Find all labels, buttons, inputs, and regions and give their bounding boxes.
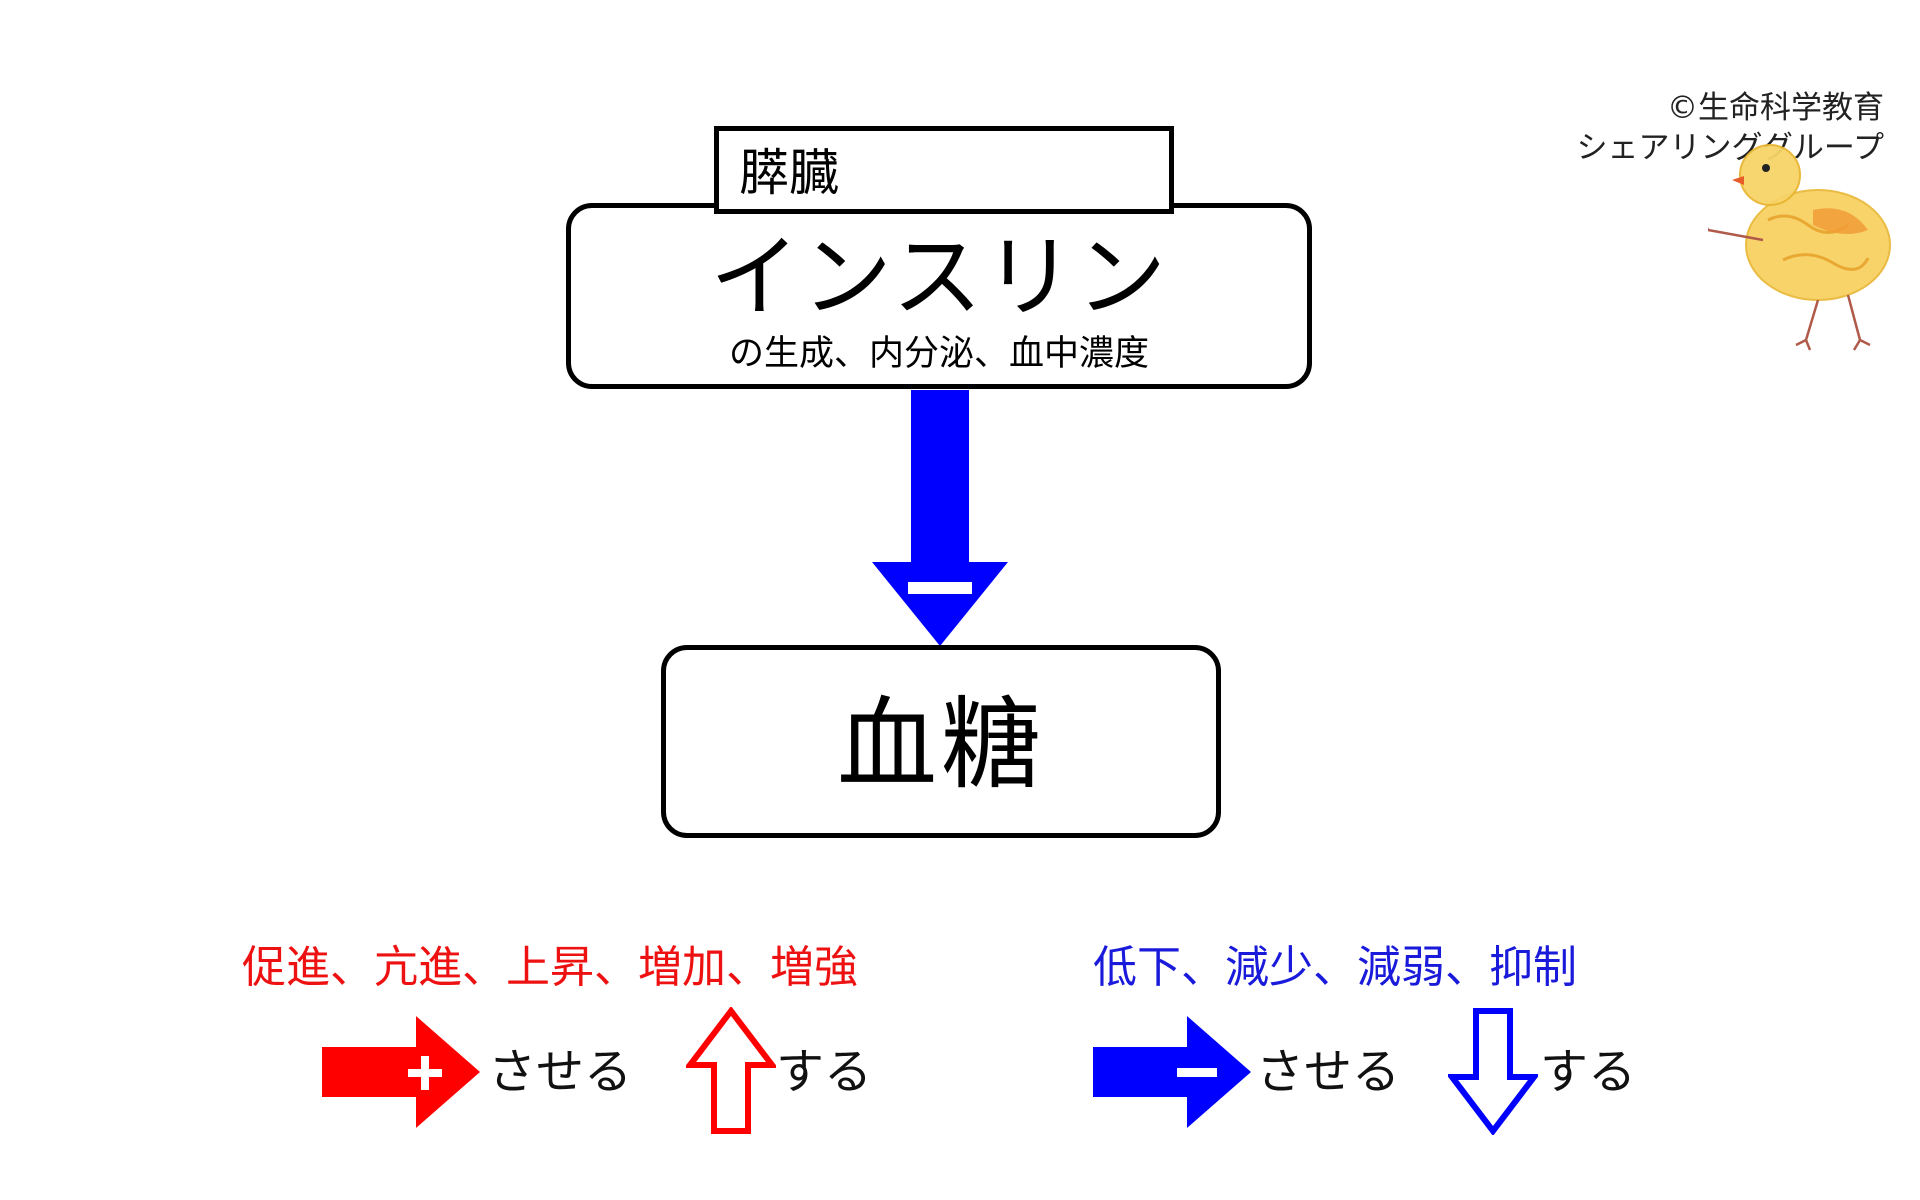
plus-arrow-icon — [322, 1016, 480, 1128]
minus-arrow-label: させる — [1256, 1044, 1401, 1100]
copyright-line-2: シェアリンググループ — [1576, 130, 1884, 166]
hormone-subtitle: の生成、内分泌、血中濃度 — [728, 334, 1149, 374]
organ-box: 膵臓 — [714, 126, 1174, 214]
negative-effects-heading: 低下、減少、減弱、抑制 — [1093, 942, 1577, 993]
insulin-box: インスリン の生成、内分泌、血中濃度 — [566, 203, 1312, 389]
copyright-line-1: ©生命科学教育 — [1667, 90, 1884, 126]
copyright-notice: ©生命科学教育 シェアリンググループ — [1576, 88, 1884, 168]
positive-effects-heading: 促進、亢進、上昇、増加、増強 — [242, 942, 858, 993]
up-arrow-icon — [686, 1007, 776, 1134]
blood-sugar-box: 血糖 — [661, 645, 1221, 838]
chick-mascot-icon — [1708, 144, 1891, 351]
inhibition-arrow — [872, 390, 1008, 646]
down-arrow-label: する — [1540, 1044, 1637, 1100]
minus-arrow-icon — [1093, 1016, 1251, 1128]
organ-label: 膵臓 — [739, 144, 839, 202]
up-arrow-label: する — [776, 1044, 873, 1100]
target-label: 血糖 — [837, 686, 1045, 803]
down-arrow-icon — [1448, 1008, 1538, 1135]
minus-sign-icon — [908, 582, 972, 594]
plus-arrow-label: させる — [488, 1044, 633, 1100]
hormone-title: インスリン — [709, 225, 1169, 330]
